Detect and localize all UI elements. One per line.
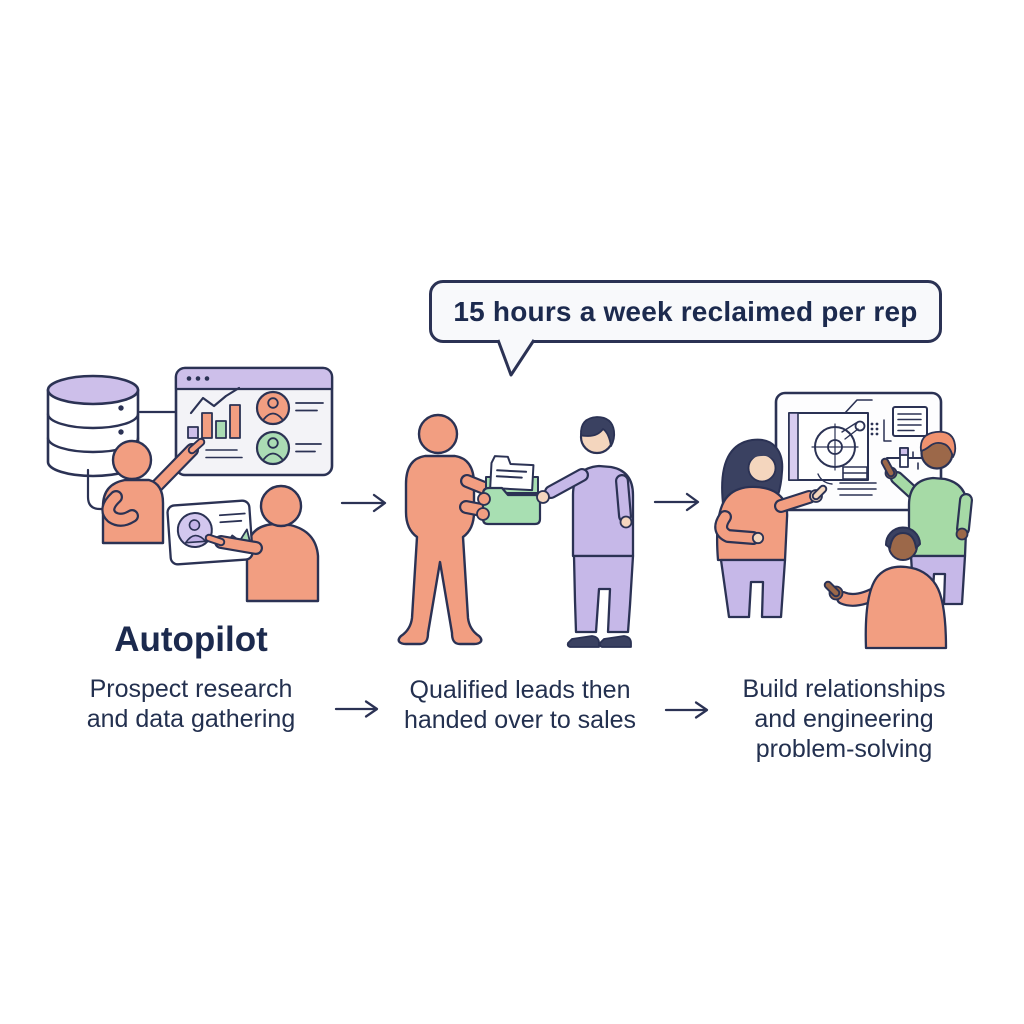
avatar-orange-icon	[255, 390, 291, 426]
caption-line: and engineering	[754, 705, 934, 733]
caption-line: handed over to sales	[403, 706, 637, 734]
avatar-green-icon	[255, 430, 291, 466]
stage-3-illustration	[714, 391, 973, 650]
man-pointing-figure	[880, 430, 973, 606]
blueprint-icon	[788, 399, 873, 481]
hair	[580, 416, 616, 447]
speech-bubble-tail	[496, 339, 536, 377]
receiver-hand	[536, 490, 550, 504]
note-block-icon	[892, 406, 928, 437]
flow-arrow-icon-1	[340, 493, 387, 513]
giver-hand	[477, 492, 491, 506]
dashboard-window-icon	[174, 366, 334, 477]
tablet-card-icon	[166, 499, 254, 566]
flow-arrow-icon-2	[653, 492, 700, 512]
stage-3-caption: Build relationships and engineering prob…	[694, 674, 994, 764]
speech-bubble: 15 hours a week reclaimed per rep	[429, 280, 942, 343]
orange-giver-figure	[397, 413, 506, 646]
connector-elbow	[86, 468, 109, 511]
caption-line: Build relationships	[742, 675, 946, 703]
stage-1-caption: Prospect research and data gathering	[41, 674, 341, 734]
caption-line: Prospect research	[89, 675, 293, 703]
caliper-icon	[886, 447, 929, 470]
analyst-back-arm	[204, 484, 303, 555]
caption-line: problem-solving	[755, 735, 933, 763]
line-chart-icon	[189, 386, 241, 415]
caption-arrow-icon-2	[664, 701, 709, 719]
caption-arrow-icon-1	[334, 700, 379, 718]
analyst-pointing-figure	[101, 437, 206, 545]
sales-rep-figure	[536, 416, 635, 648]
folder-icon	[476, 455, 542, 526]
dots-grid	[870, 422, 879, 436]
hair-fringe	[749, 450, 777, 462]
shoe	[598, 635, 632, 648]
hair	[884, 526, 921, 549]
caption-line: and data gathering	[86, 705, 296, 733]
stage-1-illustration	[46, 366, 334, 603]
stage-2-caption: Qualified leads then handed over to sale…	[370, 675, 670, 735]
caption-line: Qualified leads then	[409, 676, 631, 704]
speech-bubble-text: 15 hours a week reclaimed per rep	[453, 295, 918, 327]
hair	[919, 430, 957, 458]
analyst-back-figure	[245, 522, 320, 603]
stage-1-heading: Autopilot	[114, 620, 268, 659]
woman-gesturing-figure	[714, 438, 828, 619]
document-icon	[489, 455, 535, 492]
shoe	[566, 635, 600, 648]
giver-hand	[476, 507, 490, 521]
man-back-view-figure	[823, 526, 948, 650]
bar-chart-icon	[187, 404, 241, 439]
stage-2-illustration	[397, 413, 635, 648]
